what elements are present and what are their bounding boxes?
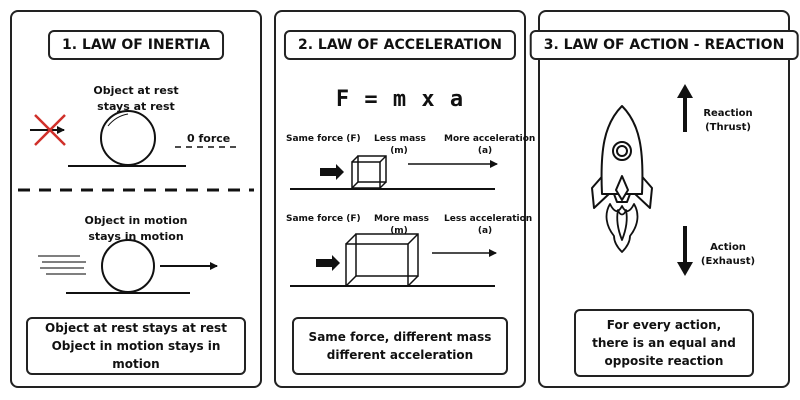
inertia-summary-line1: Object at rest stays at rest [45,321,227,335]
row1-accel-label-line2: (a) [477,146,493,156]
action-reaction-summary-line2: there is an equal and [592,336,736,350]
row2-accel-label-line2: (a) [477,226,493,236]
action-reaction-summary-line1: For every action, [606,318,722,332]
panel-title-inertia: 1. LAW OF INERTIA [48,30,224,60]
panel-law-of-inertia: 1. LAW OF INERTIA Object at rest stays a… [10,10,262,388]
row2-mass-label-line2: (m) [390,226,408,236]
rest-label-line1: Object at rest [93,84,179,97]
action-label-line2: (Exhaust) [700,256,756,267]
action-reaction-summary-line3: opposite reaction [604,354,724,368]
acceleration-summary-box: Same force, different mass different acc… [292,317,508,375]
reaction-label-line2: (Thrust) [705,122,751,133]
row1-force-label: Same force (F) [286,134,361,144]
motion-label-line2: stays in motion [88,230,184,243]
zero-force-label: 0 force [187,132,231,145]
row1-accel-label-line1: More acceleration [444,134,536,144]
row2-accel-label-line1: Less acceleration [444,214,533,224]
action-reaction-summary-box: For every action, there is an equal and … [574,309,754,377]
formula-f-equals-ma: F = m x a [335,87,465,112]
row1-mass-label-line2: (m) [390,146,408,156]
row2-force-label: Same force (F) [286,214,361,224]
panel-law-of-acceleration: 2. LAW OF ACCELERATION F = m x a Same fo… [274,10,536,388]
acceleration-summary-line1: Same force, different mass [308,330,492,344]
inertia-summary-box: Object at rest stays at rest Object in m… [26,317,246,375]
rest-label-line2: stays at rest [97,100,175,113]
motion-label-line1: Object in motion [84,214,188,227]
inertia-summary-line2: Object in motion stays in motion [51,339,221,371]
reaction-label-line1: Reaction [703,108,753,119]
row2-mass-label-line1: More mass [374,214,429,224]
panel-title-action-reaction: 3. LAW OF ACTION - REACTION [529,30,799,60]
action-label-line1: Action [710,242,746,253]
panel-law-of-action-reaction: 3. LAW OF ACTION - REACTION Reaction (Th… [529,10,799,388]
panel-title-acceleration: 2. LAW OF ACCELERATION [283,30,517,60]
acceleration-summary-line2: different acceleration [326,348,474,362]
row1-mass-label-line1: Less mass [374,134,426,144]
